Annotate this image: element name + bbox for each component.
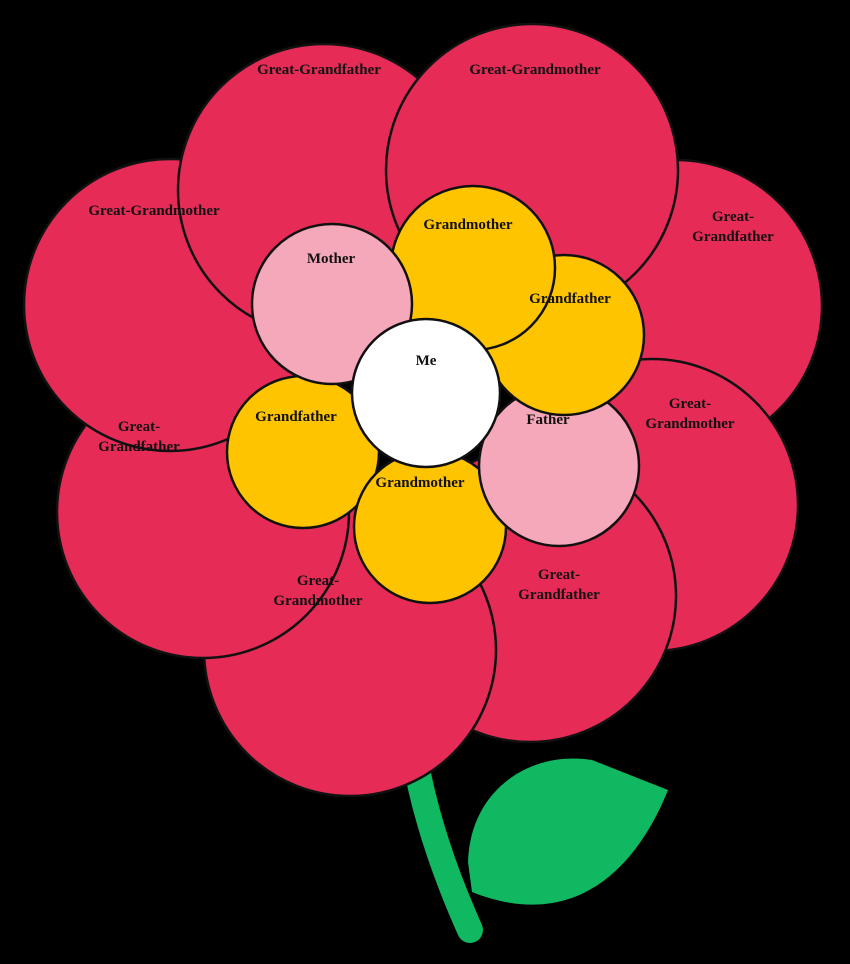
label-grandfather-right: Grandfather	[529, 291, 611, 307]
label-ggf-right-line1: Great-	[712, 209, 754, 225]
label-ggm-right-line1: Great-	[669, 396, 711, 412]
leaf	[468, 758, 668, 905]
label-ggf-bottom-right-line2: Grandfather	[518, 587, 600, 603]
label-me: Me	[416, 353, 437, 369]
label-father: Father	[526, 412, 570, 428]
label-grandmother-bottom: Grandmother	[375, 475, 465, 491]
label-grandfather-left: Grandfather	[255, 409, 337, 425]
middle-petals	[225, 184, 646, 605]
labels: Me Mother Father Grandmother Grandfather…	[88, 62, 774, 609]
label-ggf-left-line2: Grandfather	[98, 439, 180, 455]
label-ggf-bottom-right-line1: Great-	[538, 567, 580, 583]
label-mother: Mother	[307, 251, 356, 267]
label-ggf-left-line1: Great-	[118, 419, 160, 435]
label-ggm-top: Great-Grandmother	[469, 62, 601, 78]
label-ggf-right-line2: Grandfather	[692, 229, 774, 245]
label-grandmother-top: Grandmother	[423, 217, 513, 233]
label-ggf-top: Great-Grandfather	[257, 62, 381, 78]
label-ggm-upper-left: Great-Grandmother	[88, 203, 220, 219]
center-me	[350, 317, 502, 469]
label-ggm-bottom-left-line2: Grandmother	[273, 593, 363, 609]
label-ggm-bottom-left-line1: Great-	[297, 573, 339, 589]
label-ggm-right-line2: Grandmother	[645, 416, 735, 432]
